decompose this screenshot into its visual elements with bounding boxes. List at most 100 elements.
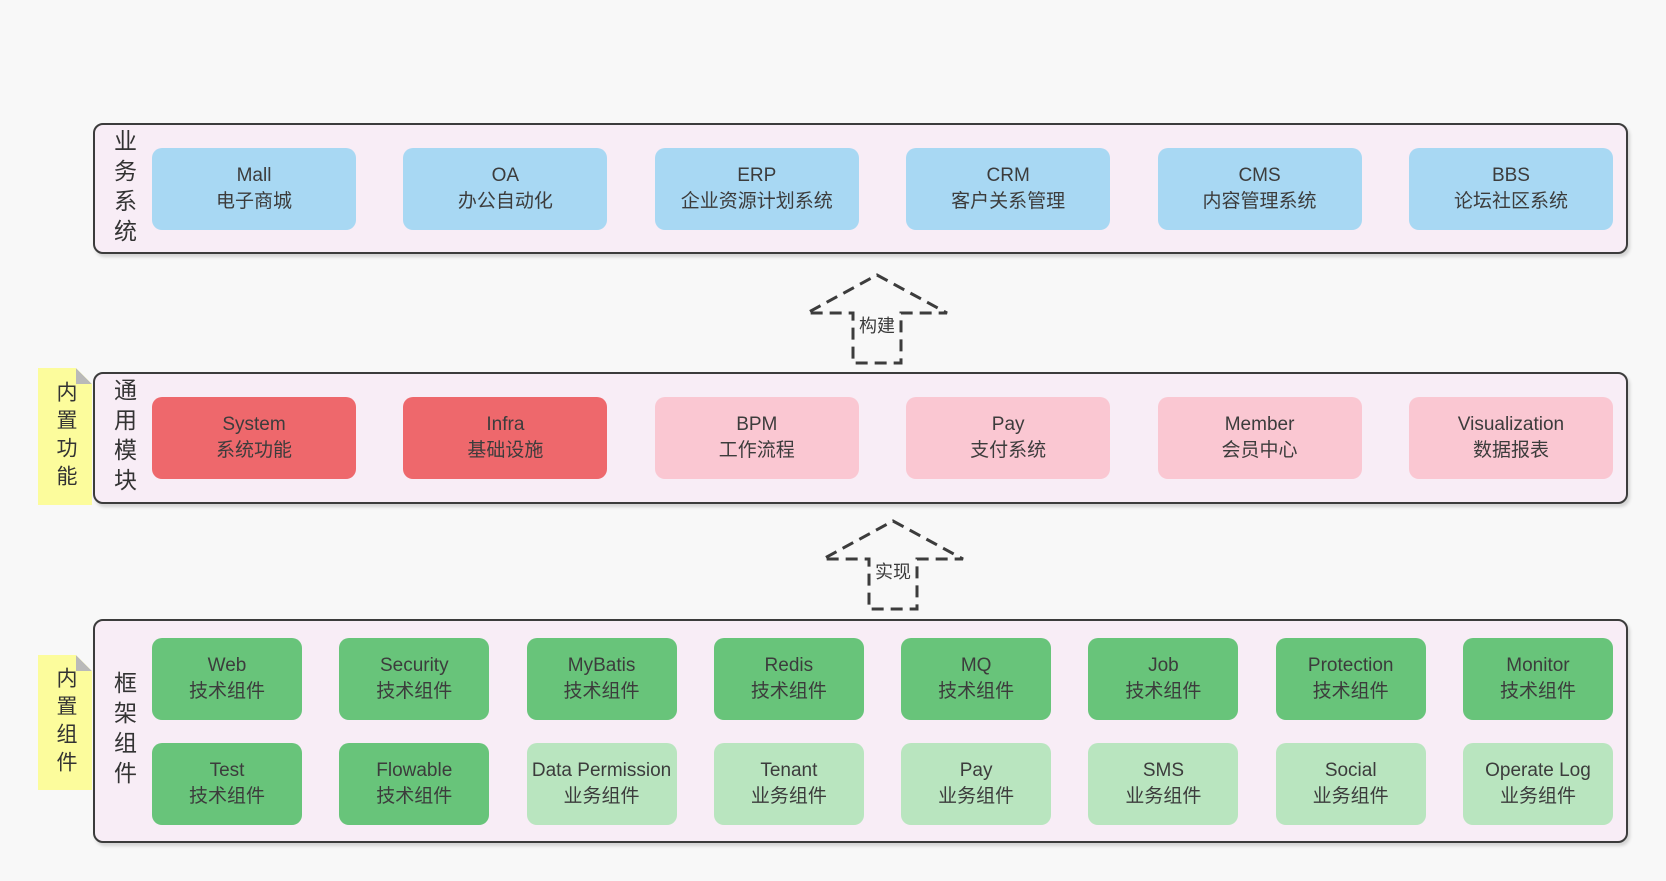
box-title: CRM: [986, 164, 1030, 186]
box-mybatis: MyBatis 技术组件: [526, 637, 677, 720]
box-flowable: Flowable 技术组件: [339, 742, 490, 825]
box-title: Pay: [991, 414, 1025, 435]
business-systems-section: 业务系统 Mall 电子商城 OA 办公自动化 ERP 企业资源计划系统 CRM…: [93, 123, 1628, 254]
framework-section-label: 框架组件: [110, 671, 137, 791]
box-title: ERP: [737, 164, 777, 186]
box-oa: OA 办公自动化: [403, 147, 608, 230]
box-system: System 系统功能: [152, 397, 356, 479]
box-subtitle: 办公自动化: [457, 190, 553, 212]
box-data-permission: Data Permission 业务组件: [526, 742, 677, 825]
framework-row-2: Test 技术组件 Flowable 技术组件 Data Permission …: [152, 742, 1613, 825]
framework-items: Web 技术组件 Security 技术组件 MyBatis 技术组件 Redi…: [152, 621, 1626, 841]
box-subtitle: 技术组件: [1125, 680, 1202, 702]
implement-arrow-label: 实现: [872, 557, 914, 585]
box-subtitle: 客户关系管理: [951, 190, 1066, 212]
box-subtitle: 技术组件: [376, 785, 453, 807]
box-title: Redis: [764, 654, 814, 676]
box-subtitle: 业务组件: [1125, 785, 1202, 807]
box-subtitle: 业务组件: [1312, 785, 1389, 807]
box-subtitle: 数据报表: [1472, 440, 1549, 461]
box-security: Security 技术组件: [339, 637, 490, 720]
box-title: BBS: [1491, 164, 1530, 186]
built-in-components-note: 内置组件: [38, 655, 92, 790]
box-redis: Redis 技术组件: [713, 637, 864, 720]
modules-section-label: 通用模块: [110, 378, 137, 498]
box-bpm: BPM 工作流程: [654, 397, 859, 479]
box-title: Job: [1148, 654, 1179, 676]
box-subtitle: 技术组件: [938, 680, 1015, 702]
box-operate-log: Operate Log 业务组件: [1462, 742, 1613, 825]
box-title: BPM: [736, 414, 778, 435]
box-subtitle: 技术组件: [750, 680, 827, 702]
framework-row-1: Web 技术组件 Security 技术组件 MyBatis 技术组件 Redi…: [152, 637, 1613, 720]
box-protection: Protection 技术组件: [1275, 637, 1426, 720]
up-arrow-icon: [822, 519, 964, 611]
box-title: MyBatis: [567, 654, 636, 676]
box-title: Security: [379, 654, 449, 676]
box-social: Social 业务组件: [1275, 742, 1426, 825]
build-arrow-label: 构建: [856, 311, 898, 339]
box-subtitle: 基础设施: [467, 440, 544, 461]
box-title: MQ: [960, 654, 992, 676]
box-subtitle: 论坛社区系统: [1453, 190, 1568, 212]
box-title: Web: [207, 654, 247, 676]
box-title: CMS: [1238, 164, 1281, 186]
box-member: Member 会员中心: [1157, 397, 1362, 479]
box-title: Data Permission: [531, 759, 672, 781]
framework-components-section: 框架组件 Web 技术组件 Security 技术组件 MyBatis 技术组件…: [93, 619, 1628, 843]
common-modules-section: 通用模块 System 系统功能 Infra 基础设施 BPM 工作流程 Pay…: [93, 372, 1628, 504]
box-job: Job 技术组件: [1088, 637, 1239, 720]
box-infra: Infra 基础设施: [403, 397, 608, 479]
box-subtitle: 支付系统: [970, 440, 1047, 461]
box-title: Flowable: [376, 759, 453, 781]
box-crm: CRM 客户关系管理: [906, 147, 1111, 230]
up-arrow-icon: [806, 273, 948, 365]
box-title: Mall: [236, 164, 272, 186]
box-subtitle: 工作流程: [718, 440, 795, 461]
box-subtitle: 技术组件: [188, 785, 265, 807]
box-sms: SMS 业务组件: [1088, 742, 1239, 825]
box-title: OA: [491, 164, 520, 186]
box-erp: ERP 企业资源计划系统: [654, 147, 859, 230]
box-title: Pay: [959, 759, 993, 781]
build-arrow: 构建: [805, 273, 949, 365]
box-subtitle: 技术组件: [376, 680, 453, 702]
box-title: Infra: [486, 414, 525, 435]
box-pay: Pay 支付系统: [906, 397, 1111, 479]
modules-items-row: System 系统功能 Infra 基础设施 BPM 工作流程 Pay 支付系统…: [152, 374, 1626, 502]
box-title: SMS: [1142, 759, 1184, 781]
box-test: Test 技术组件: [152, 742, 302, 825]
box-title: Monitor: [1506, 654, 1570, 676]
box-mall: Mall 电子商城: [152, 147, 356, 230]
implement-arrow: 实现: [821, 519, 965, 611]
box-tenant: Tenant 业务组件: [713, 742, 864, 825]
box-bbs: BBS 论坛社区系统: [1408, 147, 1613, 230]
box-title: System: [222, 414, 286, 435]
box-cms: CMS 内容管理系统: [1157, 147, 1362, 230]
box-title: Member: [1224, 414, 1295, 435]
box-title: Protection: [1307, 654, 1394, 676]
box-pay-component: Pay 业务组件: [901, 742, 1052, 825]
built-in-features-note: 内置功能: [38, 368, 92, 505]
box-subtitle: 系统功能: [215, 440, 292, 461]
box-subtitle: 内容管理系统: [1202, 190, 1317, 212]
business-section-label: 业务系统: [110, 128, 137, 249]
box-subtitle: 技术组件: [1499, 680, 1576, 702]
box-title: Operate Log: [1485, 759, 1591, 781]
box-subtitle: 业务组件: [750, 785, 827, 807]
box-mq: MQ 技术组件: [901, 637, 1052, 720]
box-subtitle: 会员中心: [1221, 440, 1298, 461]
box-visualization: Visualization 数据报表: [1408, 397, 1613, 479]
business-items-row: Mall 电子商城 OA 办公自动化 ERP 企业资源计划系统 CRM 客户关系…: [152, 125, 1626, 252]
box-subtitle: 业务组件: [1499, 785, 1576, 807]
box-title: Test: [209, 759, 245, 781]
box-subtitle: 业务组件: [938, 785, 1015, 807]
box-subtitle: 业务组件: [563, 785, 640, 807]
box-subtitle: 技术组件: [188, 680, 265, 702]
box-subtitle: 技术组件: [1312, 680, 1389, 702]
box-subtitle: 电子商城: [215, 190, 292, 212]
box-title: Tenant: [760, 759, 818, 781]
box-web: Web 技术组件: [152, 637, 302, 720]
box-subtitle: 企业资源计划系统: [680, 190, 833, 212]
box-subtitle: 技术组件: [563, 680, 640, 702]
